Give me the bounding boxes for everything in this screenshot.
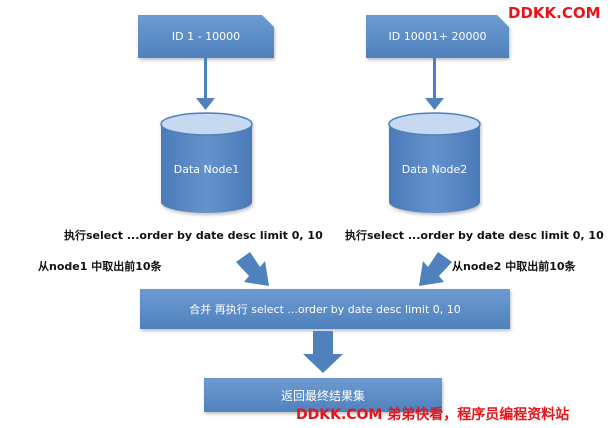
left-cylinder [160, 112, 253, 213]
left-query-label: 执行select ...order by date desc limit 0, … [64, 229, 323, 242]
result-box [204, 378, 442, 412]
result-label: 返回最终结果集 [280, 388, 365, 403]
right-take-label: 从node2 中取出前10条 [452, 260, 576, 273]
left-take-label: 从node1 中取出前10条 [38, 260, 162, 273]
connector-right-top [425, 58, 444, 110]
right-id-label: ID 10001+ 20000 [388, 30, 487, 43]
arrow-right-down [419, 252, 452, 286]
right-cylinder [388, 112, 481, 213]
arrow-left-down [236, 252, 269, 286]
left-node-label: Data Node1 [173, 162, 240, 176]
right-node-label: Data Node2 [401, 162, 468, 176]
merge-box [140, 289, 510, 329]
right-id-box [366, 15, 509, 58]
watermark-bottom: DDKK.COM 弟弟快看，程序员编程资料站 [296, 407, 570, 423]
left-id-label: ID 1 - 10000 [171, 30, 241, 43]
merge-label: 合并 再执行 select ...order by date desc limi… [189, 303, 461, 316]
watermark-top: DDKK.COM [508, 4, 601, 22]
arrow-center-down [303, 331, 343, 373]
right-query-label: 执行select ...order by date desc limit 0, … [345, 229, 604, 242]
connector-left-top [196, 58, 215, 110]
left-id-box [138, 15, 274, 58]
